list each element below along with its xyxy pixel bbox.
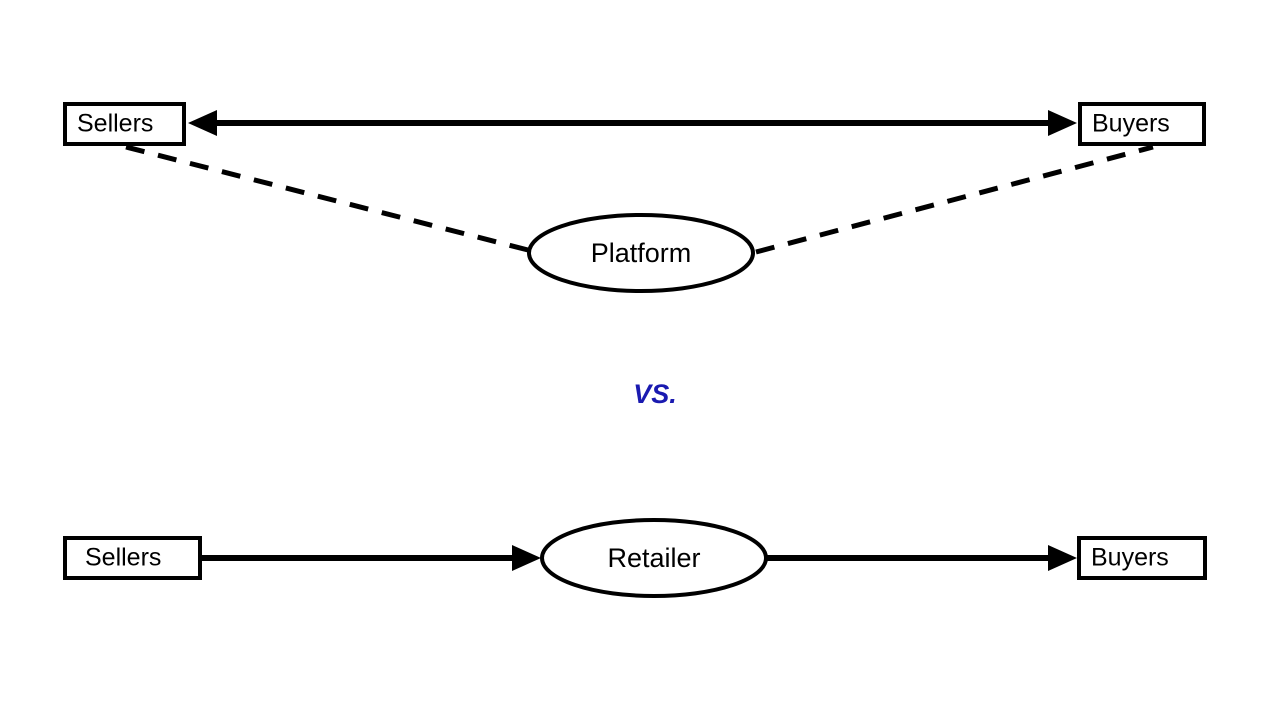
node-buyers-bottom-shape — [1077, 536, 1207, 580]
arrowhead-retailer-buyers — [1048, 545, 1077, 571]
node-platform-shape — [527, 213, 755, 293]
edge-retailer-buyers — [766, 545, 1077, 571]
node-retailer-shape — [540, 518, 768, 598]
edge-platform-buyers-dashed — [755, 144, 1154, 255]
node-platform[interactable]: Platform — [527, 213, 755, 293]
top-model-group: Sellers Buyers Platform — [63, 102, 1206, 293]
arrowhead-right — [1048, 110, 1077, 136]
node-buyers-bottom[interactable]: Buyers — [1077, 536, 1207, 580]
edge-sellers-platform-dashed — [125, 144, 529, 253]
node-platform-label: Platform — [591, 238, 692, 268]
node-sellers-bottom-shape — [63, 536, 202, 580]
node-retailer[interactable]: Retailer — [540, 518, 768, 598]
node-buyers-bottom-label: Buyers — [1091, 544, 1169, 572]
arrowhead-sellers-retailer — [512, 545, 541, 571]
node-sellers-top-label: Sellers — [77, 110, 153, 138]
node-buyers-top[interactable]: Buyers — [1078, 102, 1206, 146]
node-sellers-top-shape — [63, 102, 186, 146]
vs-separator-label: VS. — [633, 379, 677, 409]
node-sellers-top[interactable]: Sellers — [63, 102, 186, 146]
node-buyers-top-shape — [1078, 102, 1206, 146]
node-sellers-bottom-label: Sellers — [85, 544, 161, 572]
edge-sellers-buyers-bidirectional — [188, 110, 1077, 136]
bottom-model-group: Sellers Buyers Retailer — [63, 518, 1207, 598]
edge-sellers-retailer — [202, 545, 541, 571]
node-retailer-label: Retailer — [607, 543, 700, 573]
node-buyers-top-label: Buyers — [1092, 110, 1170, 138]
node-sellers-bottom[interactable]: Sellers — [63, 536, 202, 580]
arrowhead-left — [188, 110, 217, 136]
